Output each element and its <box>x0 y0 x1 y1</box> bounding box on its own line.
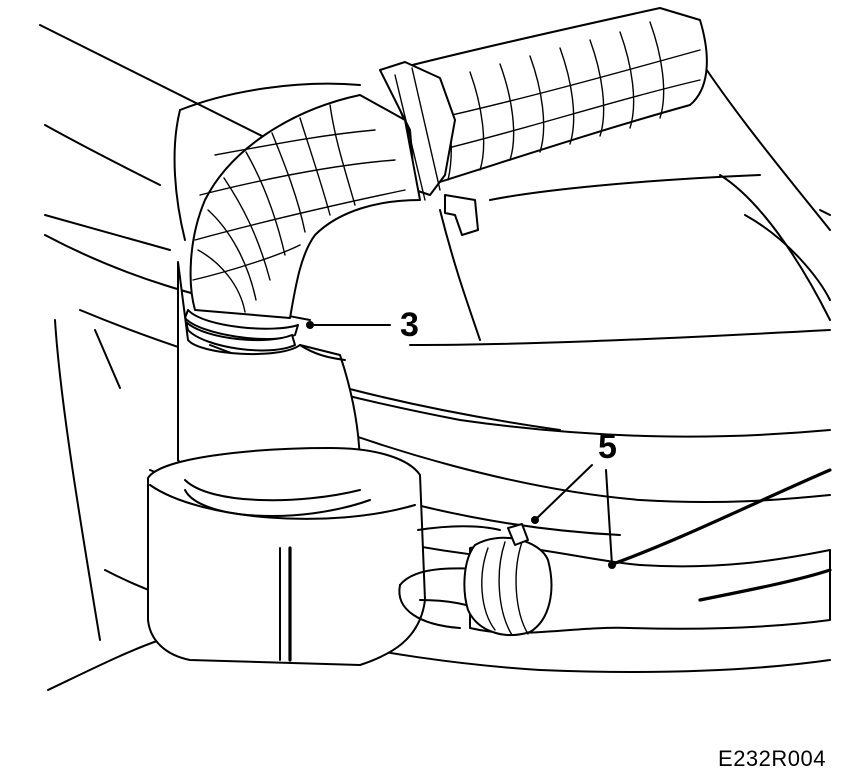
callout-5-leader-a <box>534 464 593 521</box>
callout-5-label: 5 <box>598 428 617 466</box>
callout-5-leader-b <box>605 469 613 566</box>
callout-5: 5 <box>531 428 617 569</box>
callout-3: 3 <box>306 306 419 344</box>
lower-intake-hose <box>398 468 832 636</box>
air-box-housing <box>147 261 501 666</box>
callout-3-label: 3 <box>400 306 419 344</box>
upper-air-duct <box>184 7 708 352</box>
figure-code: E232R004 <box>718 746 826 771</box>
